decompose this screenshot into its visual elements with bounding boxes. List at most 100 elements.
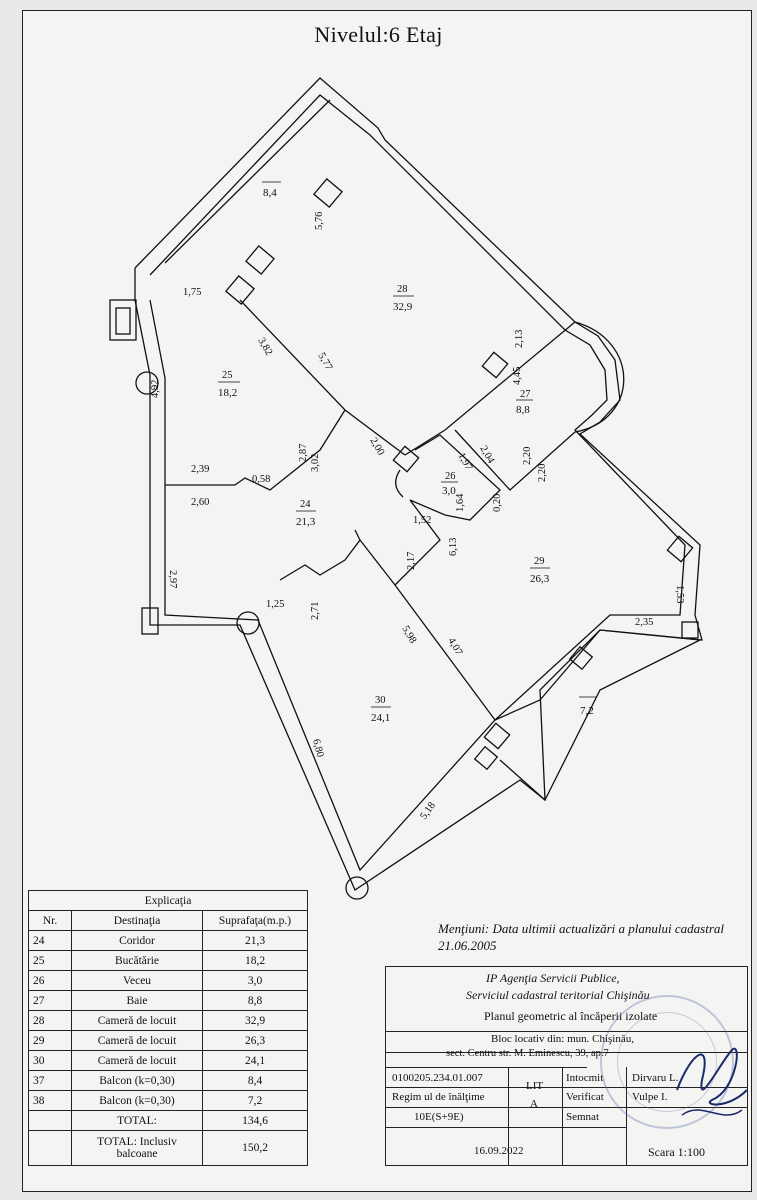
agency-name: IP Agenţia Servicii Publice, [486, 971, 620, 985]
room-26-nr: 26 [445, 471, 456, 482]
wall-24-25 [165, 409, 346, 491]
address-line-1: Bloc locativ din: mun. Chişinău, [491, 1033, 634, 1045]
verificat-label: Verificat [566, 1091, 604, 1103]
cell-nr: 24 [28, 930, 72, 951]
lit-value: A [530, 1098, 538, 1110]
balcony-38 [494, 629, 703, 802]
wall-24-29 [394, 499, 441, 586]
window-38b [568, 645, 594, 671]
dim-label: 2,97 [167, 570, 178, 588]
dim-label: 2,60 [191, 497, 209, 508]
dim-label: 1,64 [455, 493, 466, 512]
dim-label: 1,52 [413, 515, 431, 526]
dim-label: 5,76 [314, 212, 325, 230]
cell-suprafata: 24,1 [202, 1050, 308, 1071]
dim-label: 2,35 [635, 617, 653, 628]
dim-label: 2,17 [406, 552, 417, 570]
wall-27-29 [454, 429, 576, 491]
column-mid [236, 611, 260, 635]
vent-shaft [109, 299, 137, 341]
window-28-top [312, 177, 344, 209]
balcony-37-edge [164, 99, 331, 264]
total-incl-value: 150,2 [202, 1130, 308, 1166]
wall-25-28 [239, 299, 406, 456]
dim-label: 3,82 [255, 336, 274, 357]
dim-label: 2,39 [191, 464, 209, 475]
room-25-nr: 25 [222, 370, 233, 381]
room-28-area: 32,9 [393, 301, 413, 313]
dim-label: 2,87 [298, 444, 309, 462]
dim-label: 6,13 [448, 538, 459, 556]
floor-plan: 28 32,9 25 18,2 27 8,8 26 3,0 24 21,3 29… [109, 77, 703, 900]
cadastral-code: 0100205.234.01.007 [392, 1072, 483, 1084]
room-24-area: 21,3 [296, 516, 316, 528]
dim-label: 2,20 [537, 464, 548, 482]
pillar-left [141, 607, 159, 635]
dim-label: 2,13 [514, 330, 525, 348]
cell-nr: 27 [28, 990, 72, 1011]
bay-window-27 [574, 321, 625, 433]
dim-label: 2,04 [477, 444, 496, 466]
cell-nr: 38 [28, 1090, 72, 1111]
cell-nr: 29 [28, 1030, 72, 1051]
dim-label: 1,25 [266, 599, 284, 610]
cell-suprafata: 8,8 [202, 990, 308, 1011]
cell-suprafata: 18,2 [202, 950, 308, 971]
title-block: IP Agenţia Servicii Publice, Serviciul c… [385, 966, 748, 1166]
dim-label: 6,80 [310, 738, 325, 759]
window-30b [473, 745, 499, 771]
dim-label: 0,58 [252, 474, 270, 485]
outer-wall-inner [149, 94, 686, 872]
lit-label: LIT [526, 1080, 544, 1092]
total-value: 134,6 [202, 1110, 308, 1131]
cell-destinatia: Balcon (k=0,30) [71, 1070, 203, 1091]
column-bottom [345, 876, 369, 900]
col-destinatia: Destinaţia [71, 910, 203, 931]
window-26 [392, 445, 420, 473]
cell-destinatia: Cameră de locuit [71, 1030, 203, 1051]
col-suprafata: Suprafaţa(m.p.) [202, 910, 308, 931]
room-30-nr: 30 [375, 695, 386, 706]
cell-suprafata: 7,2 [202, 1090, 308, 1111]
balcony-38-area: 7,2 [580, 705, 594, 717]
cell-nr: 30 [28, 1050, 72, 1071]
room-29-nr: 29 [534, 556, 545, 567]
cell-suprafata: 8,4 [202, 1070, 308, 1091]
dim-label: 4,07 [445, 636, 464, 657]
plan-date: 16.09.2022 [474, 1145, 524, 1157]
outer-wall [134, 77, 703, 891]
total-row: TOTAL:134,6 [28, 1110, 308, 1131]
room-28-nr: 28 [397, 284, 408, 295]
page-title: Nivelul:6 Etaj [314, 22, 443, 47]
wall-30-29 [359, 539, 496, 721]
room-27-nr: 27 [520, 389, 531, 400]
scale-label: Scara 1:100 [648, 1145, 705, 1159]
room-30-area: 24,1 [371, 712, 390, 724]
dim-label: 3,02 [310, 454, 321, 472]
col-nr: Nr. [28, 910, 72, 931]
room-27-area: 8,8 [516, 404, 530, 416]
dim-label: 1,75 [183, 287, 201, 298]
dim-label: 1,97 [455, 451, 474, 472]
cell-nr: 28 [28, 1010, 72, 1031]
room-26-area: 3,0 [442, 485, 456, 497]
regime-label: Regim ul de înălţime [392, 1091, 485, 1103]
explication-table: Explicaţia Nr. Destinaţia Suprafaţa(m.p.… [28, 890, 308, 1166]
room-25-area: 18,2 [218, 387, 237, 399]
regime-value: 10E(S+9E) [414, 1111, 464, 1123]
window-38a [681, 621, 699, 639]
wall-28-27 [404, 321, 576, 456]
room-29-area: 26,3 [530, 573, 550, 585]
wall-30-niche [279, 529, 361, 581]
cell-nr: 37 [28, 1070, 72, 1091]
